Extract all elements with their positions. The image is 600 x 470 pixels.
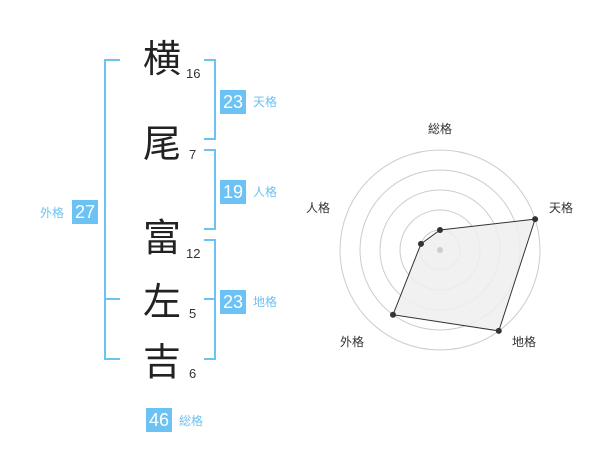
radar-point-4 — [417, 240, 424, 247]
kanji-2: 尾 — [142, 122, 181, 166]
kanji-3: 富 — [142, 216, 181, 260]
radar-axis-label-gaikaku: 外格 — [340, 335, 365, 349]
kanji-4: 左 — [142, 280, 181, 324]
radar-axis-label-soukaku: 総格 — [428, 122, 453, 136]
gaikaku-label: 外格 — [40, 206, 65, 220]
chikaku-value: 23 — [220, 290, 246, 314]
radar-ring-5 — [339, 149, 541, 351]
chikaku-label: 地格 — [253, 295, 278, 309]
soukaku-value: 46 — [146, 408, 172, 432]
radar-point-0 — [437, 227, 443, 233]
jinkaku-value: 19 — [220, 180, 246, 204]
tenkaku-value: 23 — [220, 90, 246, 114]
soukaku-label: 総格 — [179, 414, 204, 428]
gaikaku-value: 27 — [72, 200, 98, 224]
radar-point-1 — [532, 216, 539, 223]
radar-point-2 — [495, 327, 502, 334]
radar-center-dot — [437, 247, 443, 253]
stroke-count-1: 16 — [186, 66, 201, 81]
stroke-count-5: 6 — [189, 366, 197, 381]
stroke-count-2: 7 — [189, 147, 197, 162]
tenkaku-label: 天格 — [253, 95, 278, 109]
stroke-count-3: 12 — [186, 246, 201, 261]
radar-axis-label-jinkaku: 人格 — [306, 201, 331, 215]
radar-point-3 — [389, 311, 396, 318]
kanji-5: 吉 — [142, 340, 181, 384]
radar-value-polygon — [392, 218, 536, 332]
radar-axis-label-chikaku: 地格 — [512, 335, 537, 349]
stroke-count-4: 5 — [189, 306, 197, 321]
jinkaku-label: 人格 — [253, 185, 278, 199]
radar-axis-label-tenkaku: 天格 — [549, 201, 574, 215]
radar-chart — [339, 149, 541, 351]
kanji-1: 横 — [142, 37, 181, 81]
